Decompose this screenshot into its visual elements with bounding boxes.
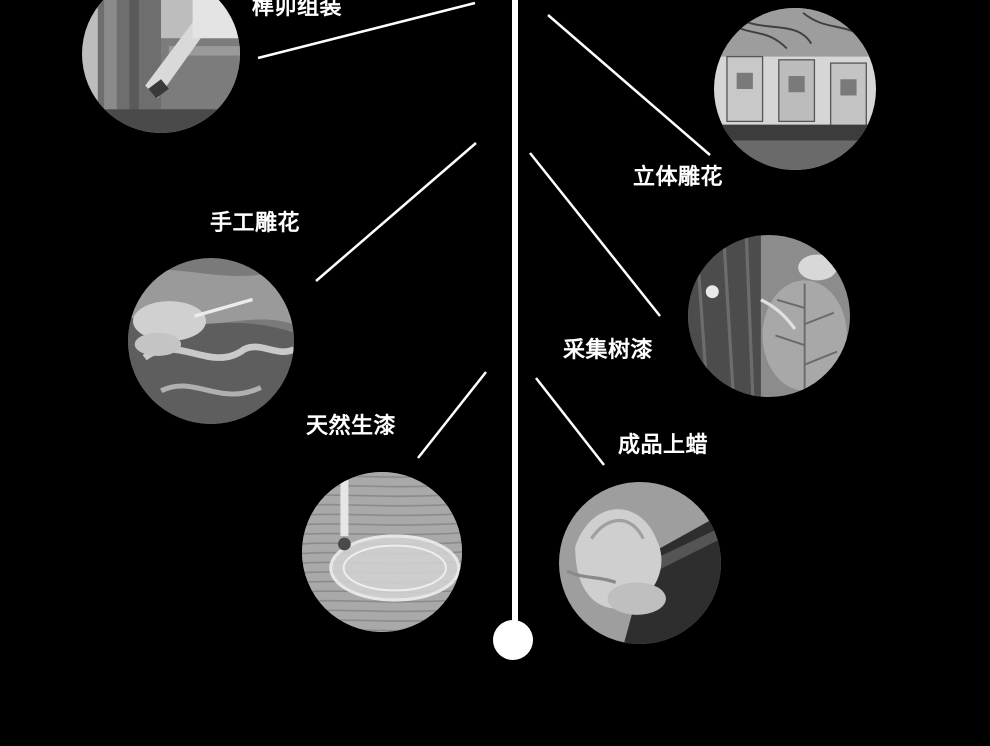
label-waxing: 成品上蜡: [618, 433, 709, 458]
photo-carving-3d: [714, 8, 876, 170]
label-collect-lacquer: 采集树漆: [563, 338, 654, 363]
photo-hand-carving: [128, 258, 294, 424]
label-raw-lacquer: 天然生漆: [306, 414, 397, 439]
label-carving-3d: 立体雕花: [633, 165, 724, 190]
photo-raw-lacquer: [302, 472, 462, 632]
photo-collect-lacquer: [688, 235, 850, 397]
connector-waxing: [535, 377, 605, 466]
photo-mortise-assembly: [82, 0, 240, 133]
connector-hand-carving: [315, 142, 477, 282]
connector-mortise-assembly: [257, 1, 476, 60]
label-mortise-assembly: 榫卯组装: [252, 0, 343, 20]
label-hand-carving: 手工雕花: [210, 211, 301, 236]
connector-carving-3d: [547, 14, 711, 156]
connector-collect-lacquer: [529, 152, 661, 317]
timeline-end-dot: [493, 620, 533, 660]
photo-waxing: [559, 482, 721, 644]
connector-raw-lacquer: [417, 371, 487, 459]
